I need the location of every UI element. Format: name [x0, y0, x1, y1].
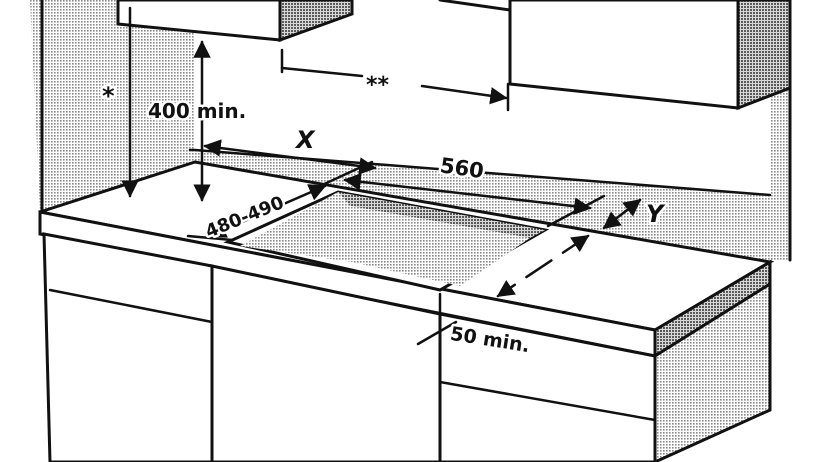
- lower-cabinet-left: [42, 232, 214, 462]
- dim-double-star-left: [280, 66, 364, 78]
- dim-480-490-line: [208, 184, 327, 238]
- dim-480-490-tick: [186, 234, 234, 242]
- label-double-star: **: [366, 73, 390, 98]
- lower-cabinet-right: [438, 312, 657, 462]
- dim-x-line: [203, 139, 377, 175]
- drawer-line-left: [48, 288, 214, 324]
- right-wall: [770, 80, 790, 260]
- label-x: X: [294, 126, 316, 154]
- cabinet-right-top: [438, 0, 512, 12]
- label-400-min: 400 min.: [148, 99, 246, 123]
- dim-double-star-right: [420, 84, 508, 105]
- dim-560-line: [343, 173, 592, 215]
- upper-cabinet-right-side: [736, 0, 792, 111]
- dim-560-tick-right: [546, 194, 606, 228]
- drawer-line-right: [438, 380, 657, 422]
- upper-cabinet-right: [508, 0, 740, 110]
- dim-560-tick-left: [318, 160, 374, 188]
- dim-y-line: [602, 198, 642, 230]
- cutout-inner-floor: [350, 206, 530, 286]
- lower-cabinet-side: [653, 281, 772, 462]
- dim-50-min-line: [416, 320, 458, 346]
- label-star: *: [102, 82, 115, 110]
- lower-cabinet-middle: [210, 264, 442, 462]
- label-y: Y: [646, 200, 666, 228]
- dim-side-dashed: [496, 234, 590, 298]
- upper-cabinet-left-side: [278, 0, 354, 43]
